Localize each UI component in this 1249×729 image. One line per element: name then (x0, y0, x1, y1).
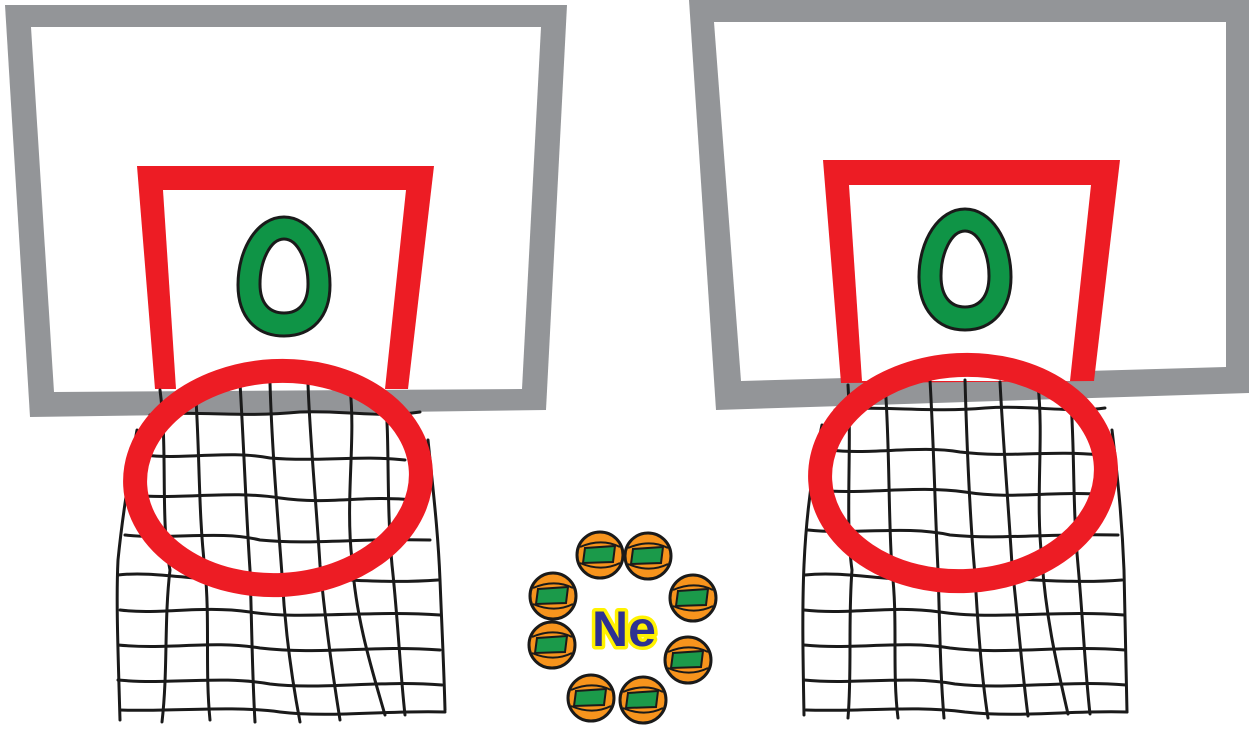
right-target-square (823, 160, 1120, 383)
right-basket[interactable]: 0 (689, 0, 1249, 718)
neon-atom-ball[interactable]: Ne Ne (529, 532, 716, 723)
electron-ball-icon (670, 575, 716, 621)
element-symbol: Ne Ne (592, 601, 656, 657)
electron-ball-icon (665, 637, 711, 683)
element-symbol-text: Ne (592, 601, 656, 657)
electron-ball-icon (529, 622, 575, 668)
left-basket[interactable]: 0 (5, 5, 567, 722)
electron-ball-icon (530, 573, 576, 619)
electron-ball-icon (577, 532, 623, 578)
electron-ball-icon (568, 675, 614, 721)
electron-ball-icon (625, 533, 671, 579)
electron-ball-icon (620, 677, 666, 723)
left-target-square (137, 166, 434, 389)
